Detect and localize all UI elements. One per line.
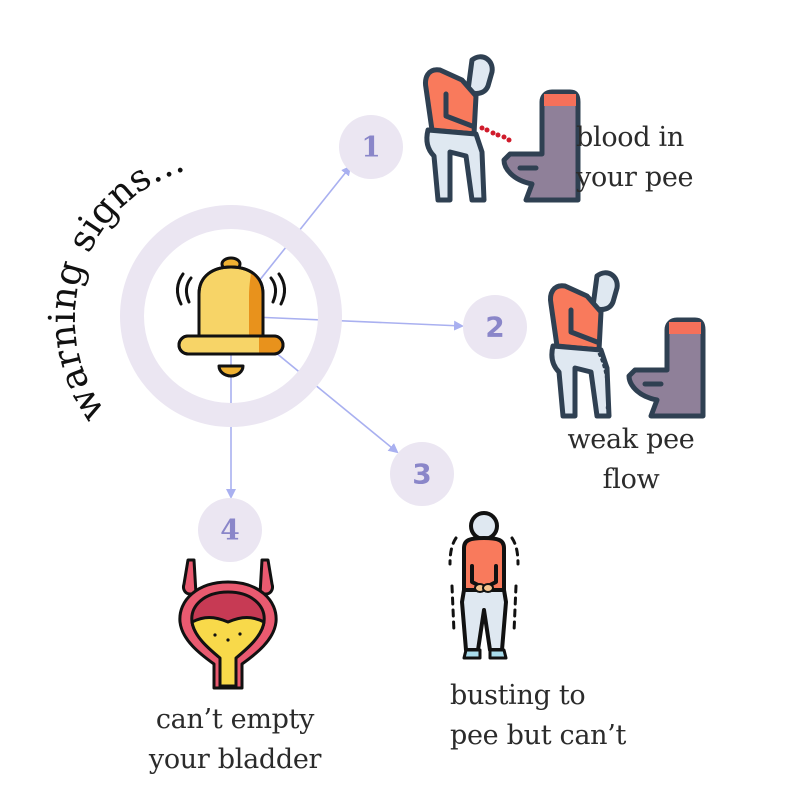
caption-1-line-2: your pee [576,162,694,193]
caption-2: weak pee flow [546,420,716,500]
bladder-icon [178,558,278,690]
badge-4-number: 4 [220,514,239,547]
badge-4: 4 [198,498,262,562]
person-peeing-blood-icon [423,54,581,203]
caption-1: blood in your pee [576,118,694,198]
badge-2-number: 2 [485,311,504,344]
blood-drops [479,125,512,143]
center-ring [120,205,342,427]
caption-4-line-2: your bladder [148,744,322,775]
caption-1-line-1: blood in [576,122,684,153]
caption-4: can’t empty your bladder [125,700,345,780]
caption-3-line-1: busting to [450,680,586,711]
arrow-to-2 [230,315,464,331]
caption-3-line-2: pee but can’t [450,720,627,751]
caption-4-line-1: can’t empty [155,704,315,735]
bell-ringing-icon [176,256,286,378]
badge-1: 1 [339,115,403,179]
badge-1-number: 1 [361,131,380,164]
caption-2-line-1: weak pee [567,424,695,455]
badge-2: 2 [463,295,527,359]
person-holding-urge-icon [448,511,520,660]
badge-3: 3 [390,442,454,506]
caption-3: busting to pee but can’t [450,676,626,756]
person-weak-flow-icon [548,270,706,419]
badge-3-number: 3 [412,458,431,491]
caption-2-line-2: flow [602,464,660,495]
